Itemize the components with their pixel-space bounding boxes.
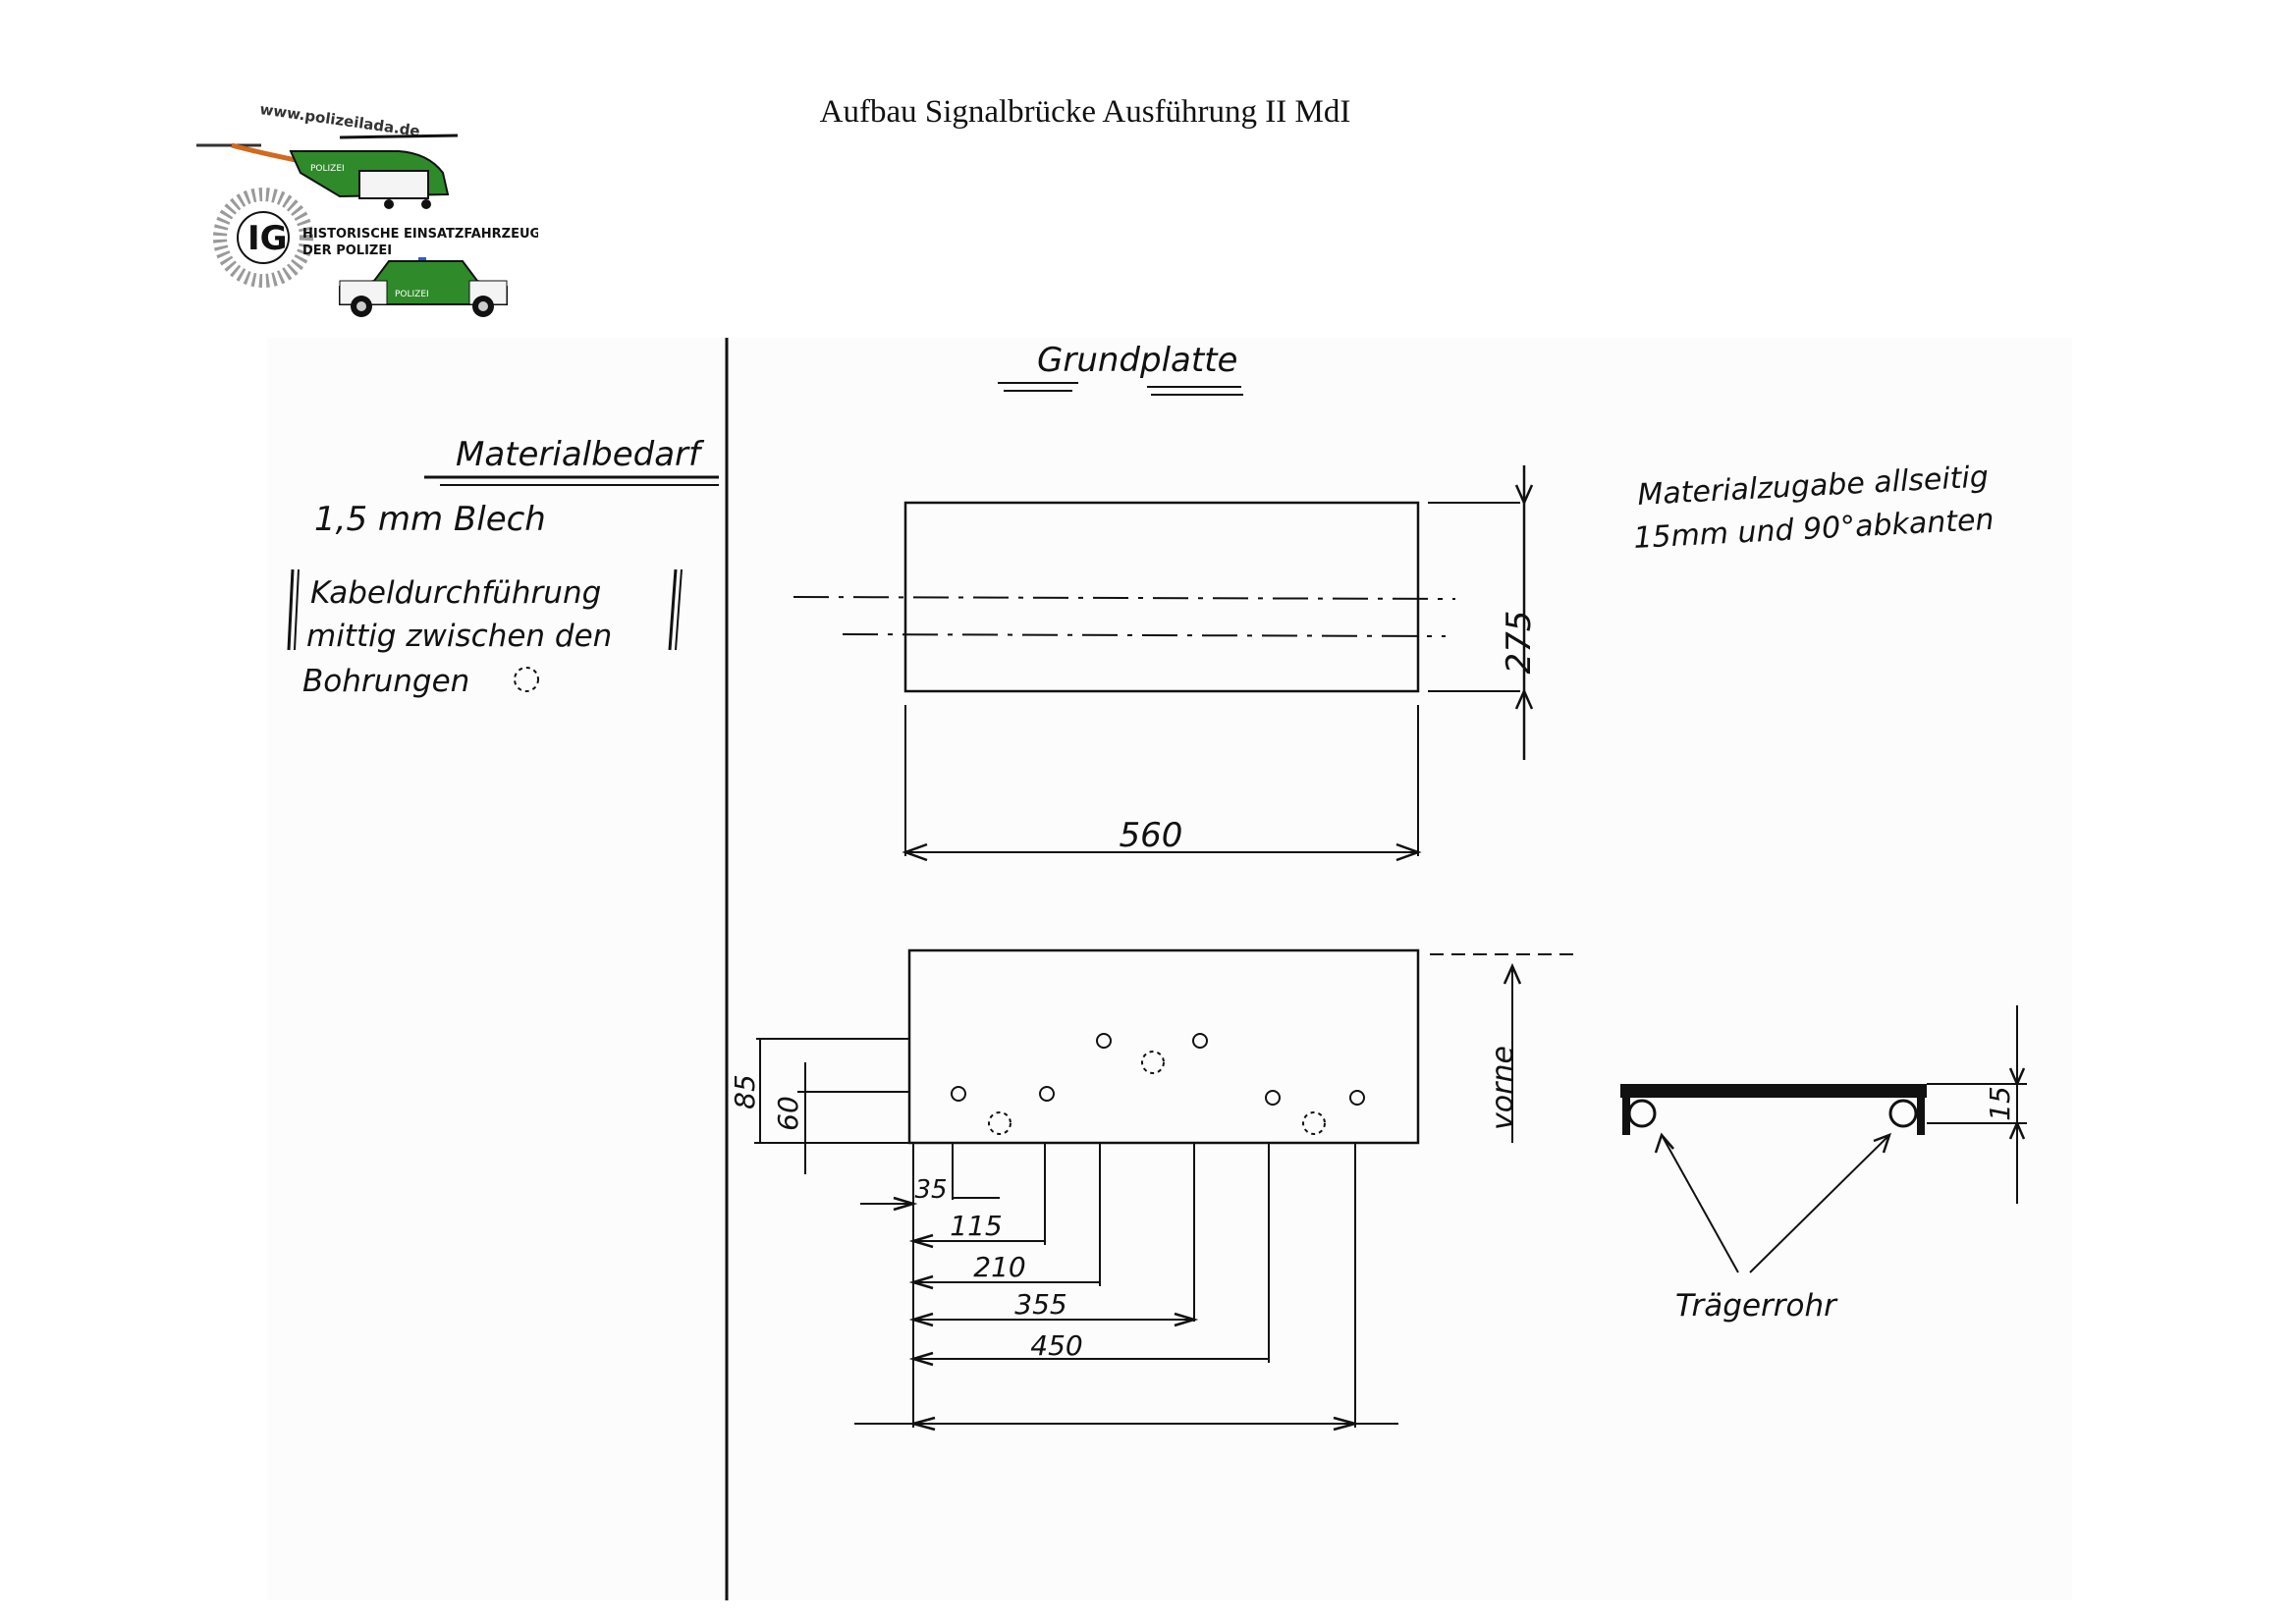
materials-heading: Materialbedarf	[456, 435, 705, 474]
logo-url-text: www.polizeilada.de	[258, 100, 420, 140]
profile-view: 15 Trägerrohr	[1620, 1005, 2027, 1324]
allowance-note-line2: 15mm und 90°abkanten	[1633, 503, 1995, 556]
offset-dimension-115: 115	[950, 1210, 1002, 1242]
top-view-plate	[903, 501, 1420, 693]
bottom-view-plate	[907, 948, 1420, 1145]
profile-plate	[1620, 1084, 1927, 1098]
top-view: 275 560	[793, 465, 1539, 862]
profile-height-dimension: 15	[1984, 1086, 2016, 1121]
car-label: POLIZEI	[395, 290, 429, 299]
drawing-canvas: Materialbedarf 1,5 mm Blech Kabeldurchfü…	[287, 338, 2027, 1600]
support-tube	[1888, 1099, 1918, 1128]
material-spec: 1,5 mm Blech	[314, 500, 546, 539]
offset-dimension-35: 35	[914, 1175, 947, 1205]
height-dimension-85: 85	[729, 1074, 761, 1109]
front-label: vorne	[1486, 1046, 1520, 1130]
hole	[1349, 1090, 1365, 1106]
hole	[1039, 1086, 1055, 1102]
logo-graphic: www.polizeilada.de POLIZEI IG HISTORISCH…	[196, 100, 549, 317]
cable-hole	[988, 1111, 1011, 1135]
document-title: Aufbau Signalbrücke Ausführung II MdI	[819, 94, 1351, 130]
depth-dimension: 275	[1500, 611, 1539, 675]
bottom-view: vorne 85 60	[729, 948, 1573, 1432]
cable-note-line3: Bohrungen	[302, 664, 469, 699]
cable-note-line1: Kabeldurchführung	[310, 575, 601, 611]
logo-org-line2: DER POLIZEI	[302, 243, 392, 258]
support-tube-label: Trägerrohr	[1675, 1288, 1838, 1324]
organization-logo: www.polizeilada.de POLIZEI IG HISTORISCH…	[192, 94, 549, 338]
hole	[1192, 1033, 1208, 1049]
cable-note-line2: mittig zwischen den	[306, 619, 612, 654]
height-dimension-60: 60	[772, 1096, 804, 1131]
logo-initials: IG	[247, 219, 288, 258]
police-star-icon: IG	[213, 188, 313, 288]
cable-hole	[1141, 1051, 1165, 1074]
offset-dimension-450: 450	[1030, 1329, 1082, 1362]
support-tube	[1627, 1099, 1657, 1128]
dashed-hole-symbol	[514, 667, 539, 692]
cable-hole	[1302, 1111, 1326, 1135]
hole	[1096, 1033, 1112, 1049]
technical-drawing: Materialbedarf 1,5 mm Blech Kabeldurchfü…	[267, 338, 2072, 1600]
logo-org-line1: HISTORISCHE EINSATZFAHRZEUGE	[302, 227, 538, 242]
hole	[1265, 1090, 1281, 1106]
offset-dimension-210: 210	[973, 1251, 1025, 1283]
heli-label: POLIZEI	[310, 164, 345, 174]
police-car-icon: POLIZEI	[339, 257, 508, 317]
helicopter-icon: POLIZEI	[196, 134, 459, 209]
offset-dimension-355: 355	[1014, 1288, 1066, 1321]
drawing-heading: Grundplatte	[1037, 341, 1237, 380]
width-dimension: 560	[1120, 816, 1183, 855]
hole	[951, 1086, 966, 1102]
